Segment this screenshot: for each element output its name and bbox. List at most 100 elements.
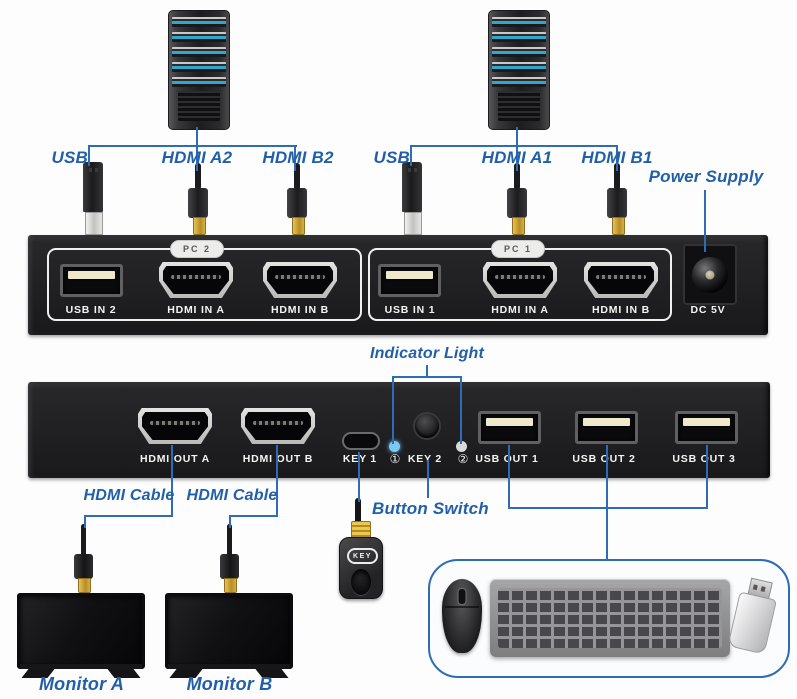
hdmi-cable-plug xyxy=(220,554,239,579)
label-hdmi-b1: HDMI B1 xyxy=(581,148,653,167)
port-label: USB OUT 1 xyxy=(475,453,539,465)
key-fob: KEY xyxy=(339,537,383,599)
hdmi-cable-tip xyxy=(224,578,237,593)
indicator-led-2 xyxy=(456,441,467,452)
port-label: KEY 2 xyxy=(407,453,443,465)
label-hdmi-a1: HDMI A1 xyxy=(481,148,553,167)
callout-line xyxy=(392,376,462,378)
drive-bay xyxy=(172,17,226,27)
usb-out-line xyxy=(508,445,510,509)
connector-line xyxy=(89,145,297,147)
pc1-badge: PC 1 xyxy=(491,240,545,258)
pc-tower-left xyxy=(168,10,230,130)
label-monitor-b: Monitor B xyxy=(186,674,273,694)
tower-vents xyxy=(178,91,220,121)
hdmi-a-line xyxy=(84,515,86,528)
label-usb-left: USB xyxy=(51,148,88,167)
connector-line xyxy=(410,145,412,166)
drive-bay xyxy=(492,17,546,27)
drive-bay xyxy=(492,77,546,87)
port-label: USB IN 2 xyxy=(65,304,117,316)
key-fob-cable xyxy=(355,498,361,525)
indicator-led-1 xyxy=(389,441,400,452)
label-hdmi-cable-left: HDMI Cable xyxy=(83,487,175,504)
usb-plug-icon xyxy=(402,162,422,235)
drive-bay xyxy=(172,47,226,57)
usb-out-3-port xyxy=(675,411,738,444)
hdmi-plug-icon xyxy=(607,163,627,235)
callout-line xyxy=(392,376,394,444)
port-label: HDMI IN B xyxy=(592,304,650,316)
key1-cable-line xyxy=(358,452,360,502)
drive-bay xyxy=(172,62,226,72)
label-indicator-light: Indicator Light xyxy=(369,345,485,362)
hdmi-in-a-port xyxy=(159,262,233,298)
hdmi-cable-plug xyxy=(74,554,93,579)
keyboard-graphic xyxy=(490,579,730,657)
connector-line xyxy=(516,127,518,147)
usb-out-line xyxy=(706,445,708,509)
connector-line xyxy=(410,145,618,147)
label-usb-right: USB xyxy=(373,148,410,167)
pc-tower-right xyxy=(488,10,550,130)
kvm-rear-panel: PC 2 PC 1 USB IN 2 HDMI IN A HDMI IN B U… xyxy=(28,235,768,335)
drive-bay xyxy=(492,47,546,57)
label-hdmi-a2: HDMI A2 xyxy=(161,148,233,167)
tower-vents xyxy=(498,91,540,121)
pc2-badge: PC 2 xyxy=(170,240,224,258)
drive-bay xyxy=(492,32,546,42)
mouse-graphic xyxy=(442,579,482,653)
usb-out-line xyxy=(508,507,708,509)
hdmi-cable-wire xyxy=(81,524,86,556)
key2-switch-button[interactable] xyxy=(415,414,439,438)
hdmi-b-line xyxy=(276,445,278,517)
hdmi-in-b-port xyxy=(584,262,658,298)
port-label: HDMI IN B xyxy=(271,304,329,316)
hdmi-cable-tip xyxy=(78,578,91,593)
hdmi-plug-icon xyxy=(287,163,307,235)
label-monitor-a: Monitor A xyxy=(38,674,125,694)
connector-line xyxy=(294,145,296,171)
port-label: KEY 1 xyxy=(342,453,378,465)
peripherals-group-box xyxy=(428,559,790,678)
port-label: USB IN 1 xyxy=(384,304,436,316)
drive-bay xyxy=(172,77,226,87)
usb-out-line xyxy=(606,509,608,561)
connector-line xyxy=(516,145,518,171)
hdmi-in-a-port xyxy=(483,262,557,298)
key-fob-button[interactable] xyxy=(351,569,371,595)
port-label: DC 5V xyxy=(690,304,726,316)
hdmi-b-line xyxy=(229,515,277,517)
circled-2-label: ② xyxy=(457,452,469,466)
monitor-a-graphic xyxy=(17,593,145,685)
usb-out-line xyxy=(606,445,608,509)
label-power-supply: Power Supply xyxy=(648,167,764,186)
callout-line xyxy=(460,376,462,444)
key-fob-label: KEY xyxy=(347,548,378,564)
hdmi-b-line xyxy=(229,515,231,528)
kvm-front-panel: HDMI OUT A HDMI OUT B KEY 1 ① KEY 2 ② US… xyxy=(28,382,770,478)
hdmi-plug-icon xyxy=(507,163,527,235)
hdmi-a-line xyxy=(171,445,173,517)
callout-line xyxy=(426,365,428,378)
connector-line xyxy=(88,145,90,166)
power-pointer-line xyxy=(704,190,706,252)
connector-line xyxy=(196,127,198,147)
drive-bay xyxy=(492,62,546,72)
hdmi-out-b-port xyxy=(241,408,315,444)
circled-1-label: ① xyxy=(389,452,401,466)
monitor-b-graphic xyxy=(165,593,293,685)
port-label: USB OUT 2 xyxy=(572,453,636,465)
key1-usb-c-port xyxy=(342,432,380,450)
label-hdmi-b2: HDMI B2 xyxy=(262,148,334,167)
label-button-switch: Button Switch xyxy=(372,499,489,518)
usb-in-1-port xyxy=(378,264,441,297)
label-hdmi-cable-right: HDMI Cable xyxy=(186,487,278,504)
port-label: HDMI IN A xyxy=(491,304,549,316)
hdmi-in-b-port xyxy=(263,262,337,298)
hdmi-out-a-port xyxy=(138,408,212,444)
port-label: USB OUT 3 xyxy=(672,453,736,465)
usb-flash-drive-graphic xyxy=(727,576,778,655)
port-label: HDMI IN A xyxy=(167,304,225,316)
